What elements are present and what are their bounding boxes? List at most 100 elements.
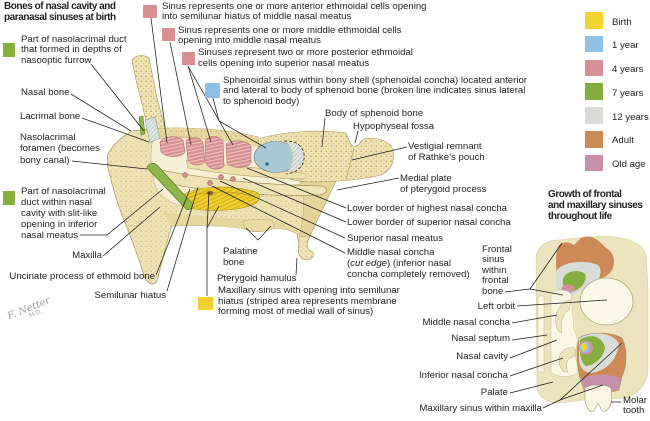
leader-pterygoid-hamulus (295, 257, 298, 276)
legend-item-12-years: 12 years (585, 107, 650, 131)
leader-palate (509, 381, 554, 394)
callout-line: opening into middle nasal meatus (178, 35, 321, 47)
title-line: Growth of frontal (548, 189, 622, 201)
leader-nasal-bone (70, 93, 132, 132)
legend-swatch (585, 59, 603, 77)
ethmoid-cell-opening (218, 174, 224, 180)
title-line: paranasal sinuses at birth (4, 11, 116, 23)
nasolacrimal-foramen-label: Nasolacrimal foramen (becomes bony canal… (20, 132, 100, 167)
highest-concha-label: Lower border of highest nasal concha (347, 203, 507, 214)
uncinate-process-label: Uncinate process of ethmoid bone (9, 271, 155, 282)
maxillary-sinus-swatch (198, 297, 213, 310)
callout-line: nasooptic furrow (21, 54, 92, 66)
leader-rathkes-pouch (351, 146, 408, 161)
anterior-ethmoidal-callout: Sinus represents one or more anterior et… (162, 0, 427, 23)
ethmoid-cell-opening (207, 180, 213, 186)
callout-line: Sinus represents one or more middle ethm… (178, 24, 402, 36)
sphenoidal-sinus-broken-line (283, 140, 305, 175)
inferior-nasal-concha-inset (558, 347, 576, 373)
label-line: Nasolacrimal (20, 131, 76, 143)
leader-maxillary-sinus-inset-2 (559, 384, 604, 401)
ethmoid-cell-opening (230, 176, 236, 182)
lacrimal-bone-label: Lacrimal bone (20, 110, 81, 122)
legend-swatch (585, 107, 603, 124)
figure-title: Bones of nasal cavity and paranasal sinu… (4, 2, 116, 23)
leader-sphenoidal-sinus (212, 97, 267, 149)
legend-label: Birth (612, 16, 632, 28)
callout-line: hiatus (striped area represents membrane (218, 295, 397, 307)
semilunar-hiatus-label: Semilunar hiatus (94, 289, 166, 301)
leader-superior-concha (242, 177, 347, 223)
medial-pterygoid-plate-label: Medial plate of pterygoid process (400, 173, 486, 195)
sphenoidal-sinus-swatch (205, 83, 220, 98)
legend-item-4-years: 4 years (585, 59, 650, 84)
callout-line: into semilunar hiatus of middle nasal me… (162, 11, 352, 22)
legend-label: Adult (612, 135, 634, 147)
callout-line: cells opening into superior nasal meatus (198, 57, 370, 69)
sphenoidal-sinus-callout: Sphenoidal sinus within bony shell (sphe… (223, 74, 527, 107)
callout-line: and lateral to body of sphenoid bone (br… (223, 85, 526, 97)
semilunar-hiatus-curve (188, 191, 252, 198)
title-line: and maxillary sinuses (548, 200, 643, 212)
age-color-legend: Birth 1 year 4 years 7 years 12 years Ad… (585, 12, 650, 179)
lacrimal-bone (144, 116, 161, 144)
title-line: Bones of nasal cavity and (4, 1, 116, 13)
sinus-growth-inset (535, 235, 649, 412)
label-line: Frontal (482, 244, 512, 255)
label-line: Palatine (223, 246, 258, 257)
callout-line: Sinus represents one or more anterior et… (162, 0, 427, 12)
label-line: of Rathke’s pouch (408, 152, 485, 163)
leader-left-orbit (516, 299, 608, 307)
inset-maxillary-sinus-label: Maxillary sinus within maxilla (419, 403, 542, 414)
nasal-cavity-label: Nasal cavity (456, 351, 508, 363)
leader-highest-concha (246, 167, 347, 209)
frontal-nasal-bone-texture (132, 55, 166, 140)
nasooptic-furrow-callout: Part of nasolacrimal duct that formed in… (21, 34, 127, 66)
label-line: Medial plate (400, 173, 452, 184)
superior-concha-label: Lower border of superior nasal concha (347, 217, 511, 228)
legend-item-birth: Birth (585, 12, 650, 36)
inset-leader-lines (504, 242, 623, 409)
label-line: frontal (482, 275, 509, 287)
body-of-sphenoid-label: Body of sphenoid bone (325, 108, 424, 119)
legend-item-adult: Adult (585, 130, 650, 155)
leader-posterior-ethmoidal-1 (187, 65, 212, 143)
sagittal-section-illustration (106, 55, 394, 285)
label-line: (cut edge) (inferior nasal (347, 258, 470, 269)
nasal-cavity-opposite (537, 295, 545, 373)
inset-middle-nasal-concha-label: Middle nasal concha (422, 317, 510, 329)
label-line: of pterygoid process (400, 184, 487, 195)
rathkes-pouch-label: Vestigial remnant of Rathke’s pouch (408, 141, 485, 163)
leader-middle-concha (211, 185, 346, 254)
leader-palatine-bone (245, 225, 272, 241)
callout-line: Maxillary sinus with opening into semilu… (218, 285, 400, 297)
leader-lacrimal-bone (81, 117, 150, 143)
leader-nasolacrimal-duct-cavity (80, 188, 164, 236)
legend-swatch (585, 83, 603, 101)
sphenoidal-sinus-lateral-part (286, 142, 304, 172)
rathkes-pouch-remnant (345, 147, 355, 181)
maxillary-sinus-outline (576, 332, 627, 393)
label-line: tooth (623, 404, 645, 416)
leader-hypophyseal-fossa (354, 130, 359, 144)
callout-line: Sphenoidal sinus within bony shell (sphe… (223, 74, 527, 86)
legend-swatch (585, 35, 603, 53)
sphenoidal-sinus-opening (265, 162, 269, 166)
legend-swatch (585, 130, 603, 148)
ethmoid-cell-anterior (159, 136, 186, 157)
maxilla-label: Maxilla (72, 249, 102, 261)
palate-label: Palate (480, 387, 508, 399)
pterygoid-hamulus-label: Pterygoid hamulus (217, 273, 297, 284)
label-line: within (482, 264, 507, 276)
label-line: sinus (482, 254, 505, 266)
leader-maxilla (102, 206, 161, 257)
leader-maxillary-sinus-branch (206, 205, 220, 229)
nasal-bone-label: Nasal bone (21, 87, 70, 99)
label-line: foramen (becomes (20, 143, 100, 155)
nasolacrimal-duct-callout: Part of nasolacrimal duct within nasal c… (21, 186, 106, 241)
label-line: bone (482, 285, 504, 297)
cribriform-roof-texture (150, 127, 258, 146)
middle-concha-label: Middle nasal concha (cut edge) (inferior… (347, 247, 470, 280)
superior-meatus-label: Superior nasal meatus (347, 233, 443, 244)
